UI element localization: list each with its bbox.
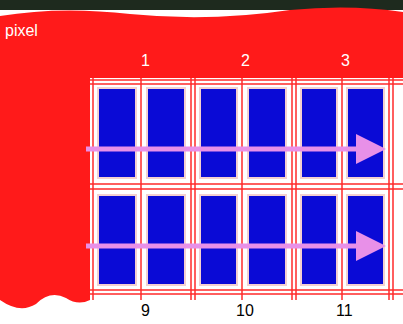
- red-frame: [0, 7, 403, 308]
- scan-arrows: [86, 149, 376, 246]
- subpixel-cells: [98, 88, 384, 285]
- column-number: 3: [341, 52, 350, 70]
- column-number: 9: [141, 302, 150, 320]
- pixel-label: pixel: [5, 22, 38, 40]
- column-number: 1: [141, 52, 150, 70]
- grid-lines: [90, 78, 403, 300]
- column-number: 10: [236, 302, 254, 320]
- column-number: 11: [336, 302, 353, 320]
- column-number: 2: [241, 52, 250, 70]
